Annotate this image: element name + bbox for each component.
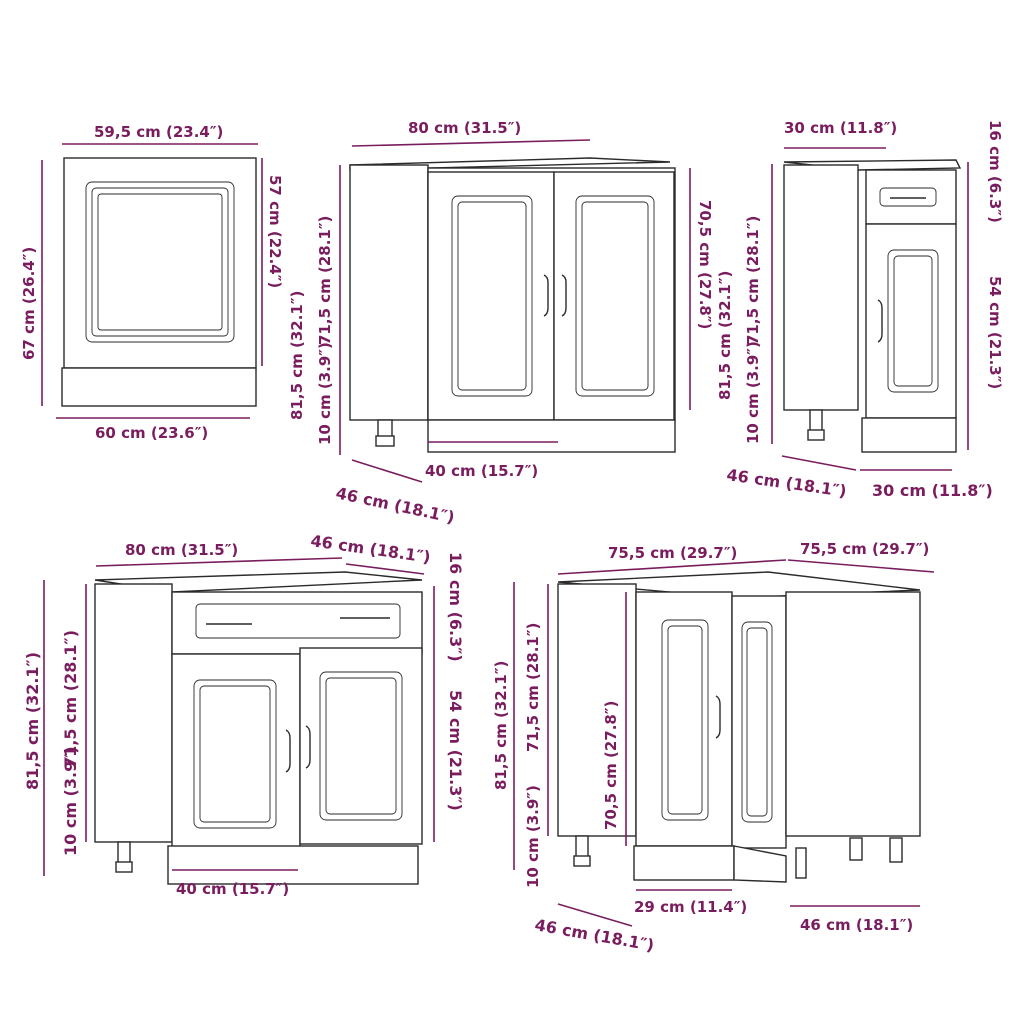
drawer-depth-label: 46 cm (18.1″): [309, 531, 431, 567]
narrow-door-height-label: 54 cm (21.3″): [986, 276, 1004, 389]
drawer-height-total-label: 81,5 cm (32.1″): [23, 652, 42, 790]
narrow-height-body-label: 71,5 cm (28.1″): [744, 216, 762, 345]
oven-cabinet-plinth: [61, 367, 257, 407]
narrow-cabinet-drawer: [865, 169, 957, 225]
narrow-drawer-height-label: 16 cm (6.3″): [986, 120, 1004, 223]
drawer-door-height-label: 54 cm (21.3″): [446, 690, 465, 811]
drawer-height-body-label: 71,5 cm (28.1″): [61, 630, 80, 768]
drawer-inner-width-label: 40 cm (15.7″): [176, 880, 289, 898]
narrow-height-total-label: 81,5 cm (32.1″): [716, 271, 734, 400]
narrow-width-top-label: 30 cm (11.8″): [784, 119, 897, 137]
corner-cabinet-right-body: [785, 591, 921, 837]
drawer-cabinet-plinth: [167, 845, 419, 885]
corner-width-left-label: 75,5 cm (29.7″): [608, 544, 737, 562]
sink-cabinet-side: [349, 164, 429, 421]
narrow-handle: [877, 299, 883, 343]
narrow-cabinet-door: [865, 223, 957, 419]
corner-door-width-label: 29 cm (11.4″): [634, 898, 747, 916]
oven-cabinet: 59,5 cm (23.4″) 60 cm (23.6″) 67 cm (26.…: [20, 123, 284, 442]
corner-cabinet-door-left: [635, 591, 733, 847]
oven-width-top-label: 59,5 cm (23.4″): [94, 123, 223, 141]
oven-height-total-label: 67 cm (26.4″): [20, 247, 38, 360]
corner-cabinet-plinth: [633, 845, 735, 881]
corner-depth-right-label: 46 cm (18.1″): [800, 916, 913, 934]
narrow-width-bottom-label: 30 cm (11.8″): [872, 481, 993, 500]
corner-cabinet-side: [557, 583, 637, 837]
sink-cabinet-plinth: [427, 419, 676, 453]
corner-door-height-label: 70,5 cm (27.8″): [602, 701, 620, 830]
oven-height-door-label: 57 cm (22.4″): [266, 175, 284, 288]
drawer-cabinet-door-left: [171, 653, 301, 857]
corner-cabinet: 75,5 cm (29.7″) 75,5 cm (29.7″) 81,5 cm …: [492, 540, 935, 955]
drawer-cabinet: 80 cm (31.5″) 46 cm (18.1″) 81,5 cm (32.…: [23, 531, 465, 898]
corner-height-legs-label: 10 cm (3.9″): [524, 785, 542, 888]
narrow-depth-label: 46 cm (18.1″): [725, 465, 847, 501]
corner-depth-label: 46 cm (18.1″): [533, 915, 655, 955]
drawer-handle-left: [285, 729, 291, 773]
oven-width-bottom-label: 60 cm (23.6″): [95, 424, 208, 442]
corner-handle: [715, 695, 721, 739]
drawer-height-legs-label: 10 cm (3.9″): [61, 746, 80, 856]
sink-handle-right: [561, 274, 567, 317]
drawer-handle-right: [305, 725, 311, 769]
corner-width-right-label: 75,5 cm (29.7″): [800, 540, 929, 558]
sink-height-legs-label: 10 cm (3.9″): [316, 342, 334, 445]
sink-height-doors-label: 70,5 cm (27.8″): [696, 200, 714, 329]
narrow-cabinet-side: [783, 164, 859, 411]
sink-inner-width-label: 40 cm (15.7″): [425, 462, 538, 480]
drawer-cabinet-side: [94, 583, 173, 843]
drawer-cabinet-drawer: [171, 591, 423, 655]
oven-cabinet-panel: [63, 157, 257, 369]
corner-cabinet-door-right: [731, 595, 787, 849]
sink-handle-left: [543, 274, 549, 317]
drawer-width-label: 80 cm (31.5″): [125, 541, 238, 559]
sink-width-label: 80 cm (31.5″): [408, 119, 521, 137]
narrow-cabinet: 30 cm (11.8″) 81,5 cm (32.1″) 71,5 cm (2…: [716, 119, 1004, 501]
narrow-cabinet-plinth: [861, 417, 957, 453]
sink-height-total-label: 81,5 cm (32.1″): [288, 291, 306, 420]
corner-height-total-label: 81,5 cm (32.1″): [492, 661, 510, 790]
sink-cabinet: 80 cm (31.5″) 81,5 cm (32.1″) 71,5 cm (2…: [288, 119, 714, 527]
narrow-height-legs-label: 10 cm (3.9″): [744, 341, 762, 444]
drawer-cabinet-door-right: [299, 647, 423, 845]
corner-height-body-label: 71,5 cm (28.1″): [524, 623, 542, 752]
drawer-drawer-height-label: 16 cm (6.3″): [446, 552, 465, 662]
sink-height-body-label: 71,5 cm (28.1″): [316, 216, 334, 345]
sink-depth-label: 46 cm (18.1″): [334, 483, 456, 527]
